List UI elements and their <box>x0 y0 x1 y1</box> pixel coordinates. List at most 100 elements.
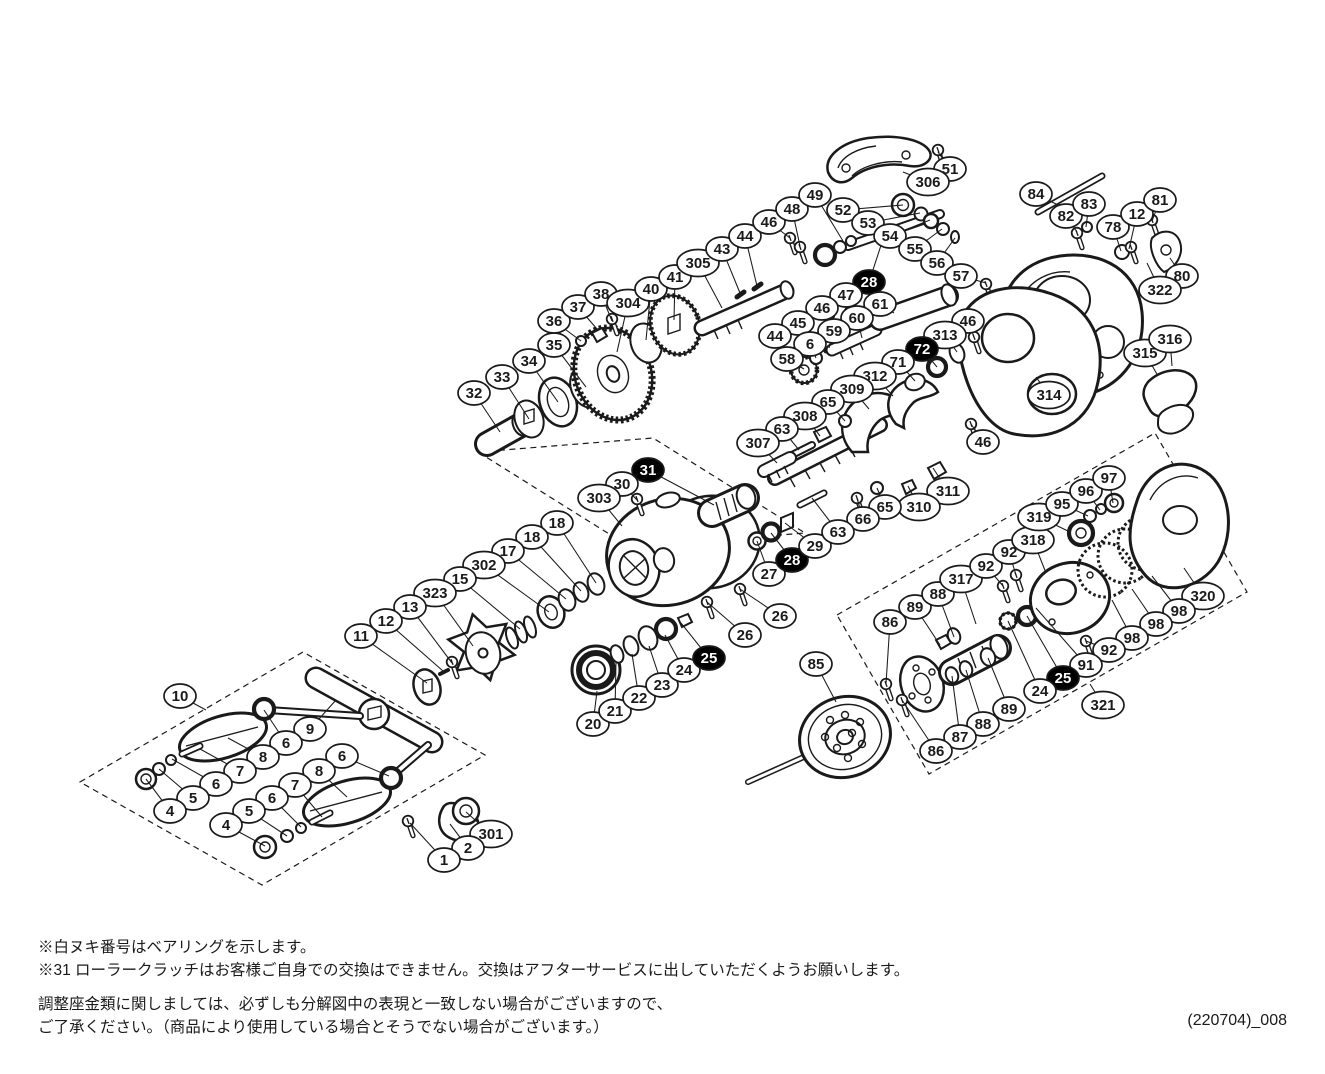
part-balloon-43: 43 <box>705 236 739 262</box>
svg-text:6: 6 <box>282 735 290 752</box>
part-balloon-24: 24 <box>1023 678 1057 704</box>
svg-text:22: 22 <box>631 690 648 707</box>
svg-text:21: 21 <box>607 703 624 720</box>
part-balloon-323: 323 <box>413 578 457 608</box>
part-balloon-88: 88 <box>966 711 1000 737</box>
svg-text:98: 98 <box>1124 630 1141 647</box>
svg-text:6: 6 <box>212 776 220 793</box>
svg-text:10: 10 <box>172 688 189 705</box>
part-balloon-57: 57 <box>944 263 978 289</box>
svg-text:34: 34 <box>521 353 538 370</box>
part-balloon-26: 26 <box>763 603 797 629</box>
part-balloon-54: 54 <box>873 223 907 249</box>
part-balloon-32: 32 <box>457 380 491 406</box>
svg-text:45: 45 <box>790 315 807 332</box>
svg-text:91: 91 <box>1078 657 1095 674</box>
handle-shank-parts <box>1034 172 1166 262</box>
part-balloon-87: 87 <box>943 724 977 750</box>
part-balloon-8: 8 <box>302 758 336 784</box>
part-balloon-6: 6 <box>325 743 359 769</box>
part-balloon-49: 49 <box>798 182 832 208</box>
part-balloon-96: 96 <box>1069 478 1103 504</box>
part-balloon-91: 91 <box>1069 652 1103 678</box>
svg-text:89: 89 <box>1001 701 1018 718</box>
part-balloon-4: 4 <box>209 812 243 838</box>
svg-text:13: 13 <box>402 599 419 616</box>
svg-text:66: 66 <box>855 511 872 528</box>
svg-text:315: 315 <box>1132 345 1157 362</box>
part-balloon-98: 98 <box>1115 625 1149 651</box>
svg-text:83: 83 <box>1081 196 1098 213</box>
part-balloon-84: 84 <box>1019 181 1053 207</box>
part-balloon-13: 13 <box>393 594 427 620</box>
part-balloon-33: 33 <box>485 364 519 390</box>
part-balloon-5: 5 <box>176 785 210 811</box>
svg-text:81: 81 <box>1152 192 1169 209</box>
svg-text:18: 18 <box>549 515 566 532</box>
part-balloon-35: 35 <box>537 332 571 358</box>
part-balloon-2: 2 <box>451 835 485 861</box>
part-balloon-25: 25 <box>692 645 726 671</box>
svg-text:20: 20 <box>585 716 602 733</box>
svg-text:46: 46 <box>814 300 831 317</box>
svg-text:310: 310 <box>906 499 931 516</box>
svg-text:92: 92 <box>978 558 995 575</box>
svg-text:301: 301 <box>478 826 503 843</box>
svg-text:87: 87 <box>952 729 969 746</box>
svg-text:313: 313 <box>932 327 957 344</box>
reel-frame <box>957 286 1102 439</box>
part-balloon-21: 21 <box>598 698 632 724</box>
part-balloon-12: 12 <box>369 608 403 634</box>
svg-text:25: 25 <box>701 650 718 667</box>
svg-text:7: 7 <box>236 763 244 780</box>
part-balloon-59: 59 <box>817 318 851 344</box>
part-balloon-307: 307 <box>736 428 780 458</box>
part-balloon-306: 306 <box>906 167 950 197</box>
handle-assembly-box <box>78 651 487 886</box>
svg-text:86: 86 <box>928 743 945 760</box>
svg-text:311: 311 <box>936 483 960 500</box>
part-balloon-89: 89 <box>992 696 1026 722</box>
svg-text:17: 17 <box>500 543 517 560</box>
svg-text:48: 48 <box>784 201 801 218</box>
svg-text:57: 57 <box>953 268 970 285</box>
part-balloon-61: 61 <box>863 291 897 317</box>
svg-text:25: 25 <box>1055 670 1072 687</box>
part-balloon-320: 320 <box>1181 581 1225 611</box>
svg-text:316: 316 <box>1157 331 1182 348</box>
part-balloon-27: 27 <box>752 561 786 587</box>
part-balloon-18: 18 <box>540 510 574 536</box>
part-balloon-29: 29 <box>798 533 832 559</box>
svg-text:26: 26 <box>737 627 754 644</box>
svg-text:29: 29 <box>807 538 824 555</box>
part-balloon-311: 311 <box>926 476 970 506</box>
cast-control-knob-chain <box>570 612 694 696</box>
svg-text:6: 6 <box>338 748 346 765</box>
svg-text:61: 61 <box>872 296 889 313</box>
part-balloon-26: 26 <box>728 622 762 648</box>
svg-text:92: 92 <box>1001 544 1018 561</box>
svg-text:12: 12 <box>378 613 395 630</box>
part-balloon-11: 11 <box>344 623 378 649</box>
svg-text:71: 71 <box>890 354 907 371</box>
svg-text:1: 1 <box>440 852 448 869</box>
svg-text:41: 41 <box>667 269 684 286</box>
part-balloon-6: 6 <box>255 785 289 811</box>
part-balloon-95: 95 <box>1045 491 1079 517</box>
part-balloon-322: 322 <box>1138 275 1182 305</box>
part-balloon-56: 56 <box>920 250 954 276</box>
svg-text:4: 4 <box>222 817 231 834</box>
svg-text:44: 44 <box>767 328 784 345</box>
part-balloon-5: 5 <box>232 798 266 824</box>
part-balloon-86: 86 <box>873 609 907 635</box>
part-balloon-24: 24 <box>667 657 701 683</box>
svg-text:96: 96 <box>1078 483 1095 500</box>
part-balloon-314: 314 <box>1027 380 1071 410</box>
svg-text:12: 12 <box>1129 206 1146 223</box>
svg-text:89: 89 <box>907 599 924 616</box>
part-balloon-81: 81 <box>1143 187 1177 213</box>
svg-text:98: 98 <box>1148 616 1165 633</box>
spool-clicker-kit <box>877 599 1047 717</box>
svg-text:6: 6 <box>806 336 814 353</box>
